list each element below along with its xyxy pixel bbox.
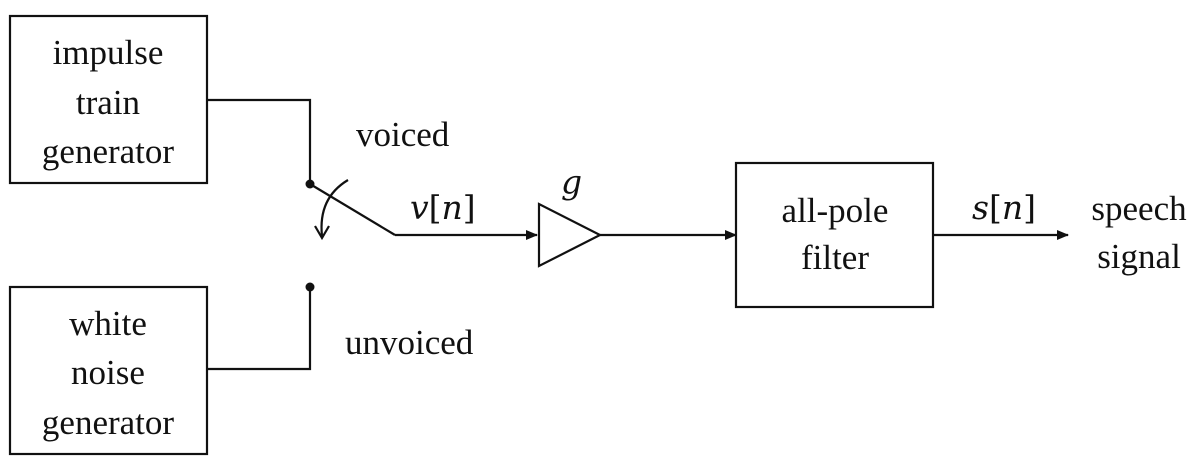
- impulse-block-line-3: generator: [42, 132, 174, 171]
- output-close-bracket: ]: [1023, 188, 1036, 227]
- excitation-open-bracket: [: [429, 188, 442, 227]
- noise-block-line-3: generator: [42, 403, 174, 442]
- excitation-signal-index: n: [442, 188, 463, 227]
- voiced-label: voiced: [356, 115, 450, 154]
- output-signal-index: n: [1002, 188, 1023, 227]
- output-signal-name: s: [972, 188, 989, 227]
- all-pole-filter-block: all-pole filter: [734, 161, 935, 309]
- switch-blade: [309, 183, 396, 236]
- impulse-block-line-1: impulse: [53, 33, 164, 72]
- impulse-block-line-2: train: [76, 83, 140, 122]
- impulse-to-switch-wire: [207, 98, 312, 184]
- white-noise-generator-block: white noise generator: [8, 285, 209, 456]
- excitation-close-bracket: ]: [463, 188, 476, 227]
- noise-to-switch-wire: [207, 287, 312, 371]
- filter-block-line-2: filter: [801, 238, 869, 277]
- output-open-bracket: [: [989, 188, 1002, 227]
- switch-toggle-arrow: [320, 179, 349, 237]
- gain-symbol: g: [561, 162, 582, 201]
- excitation-signal-label: v[n]: [410, 188, 476, 227]
- switch-toggle-arrowhead: [314, 225, 330, 241]
- gain-amplifier: [537, 202, 603, 268]
- speech-signal-label-line-1: speech: [1091, 189, 1187, 228]
- unvoiced-contact-dot: [305, 282, 315, 292]
- excitation-signal-name: v: [410, 188, 429, 227]
- noise-block-line-1: white: [69, 304, 147, 343]
- speech-signal-label-line-2: signal: [1097, 237, 1181, 276]
- noise-block-line-2: noise: [71, 353, 145, 392]
- output-signal-label: s[n]: [972, 188, 1036, 227]
- impulse-train-generator-block: impulse train generator: [8, 14, 209, 185]
- filter-block-line-1: all-pole: [782, 191, 889, 230]
- unvoiced-label: unvoiced: [345, 323, 474, 362]
